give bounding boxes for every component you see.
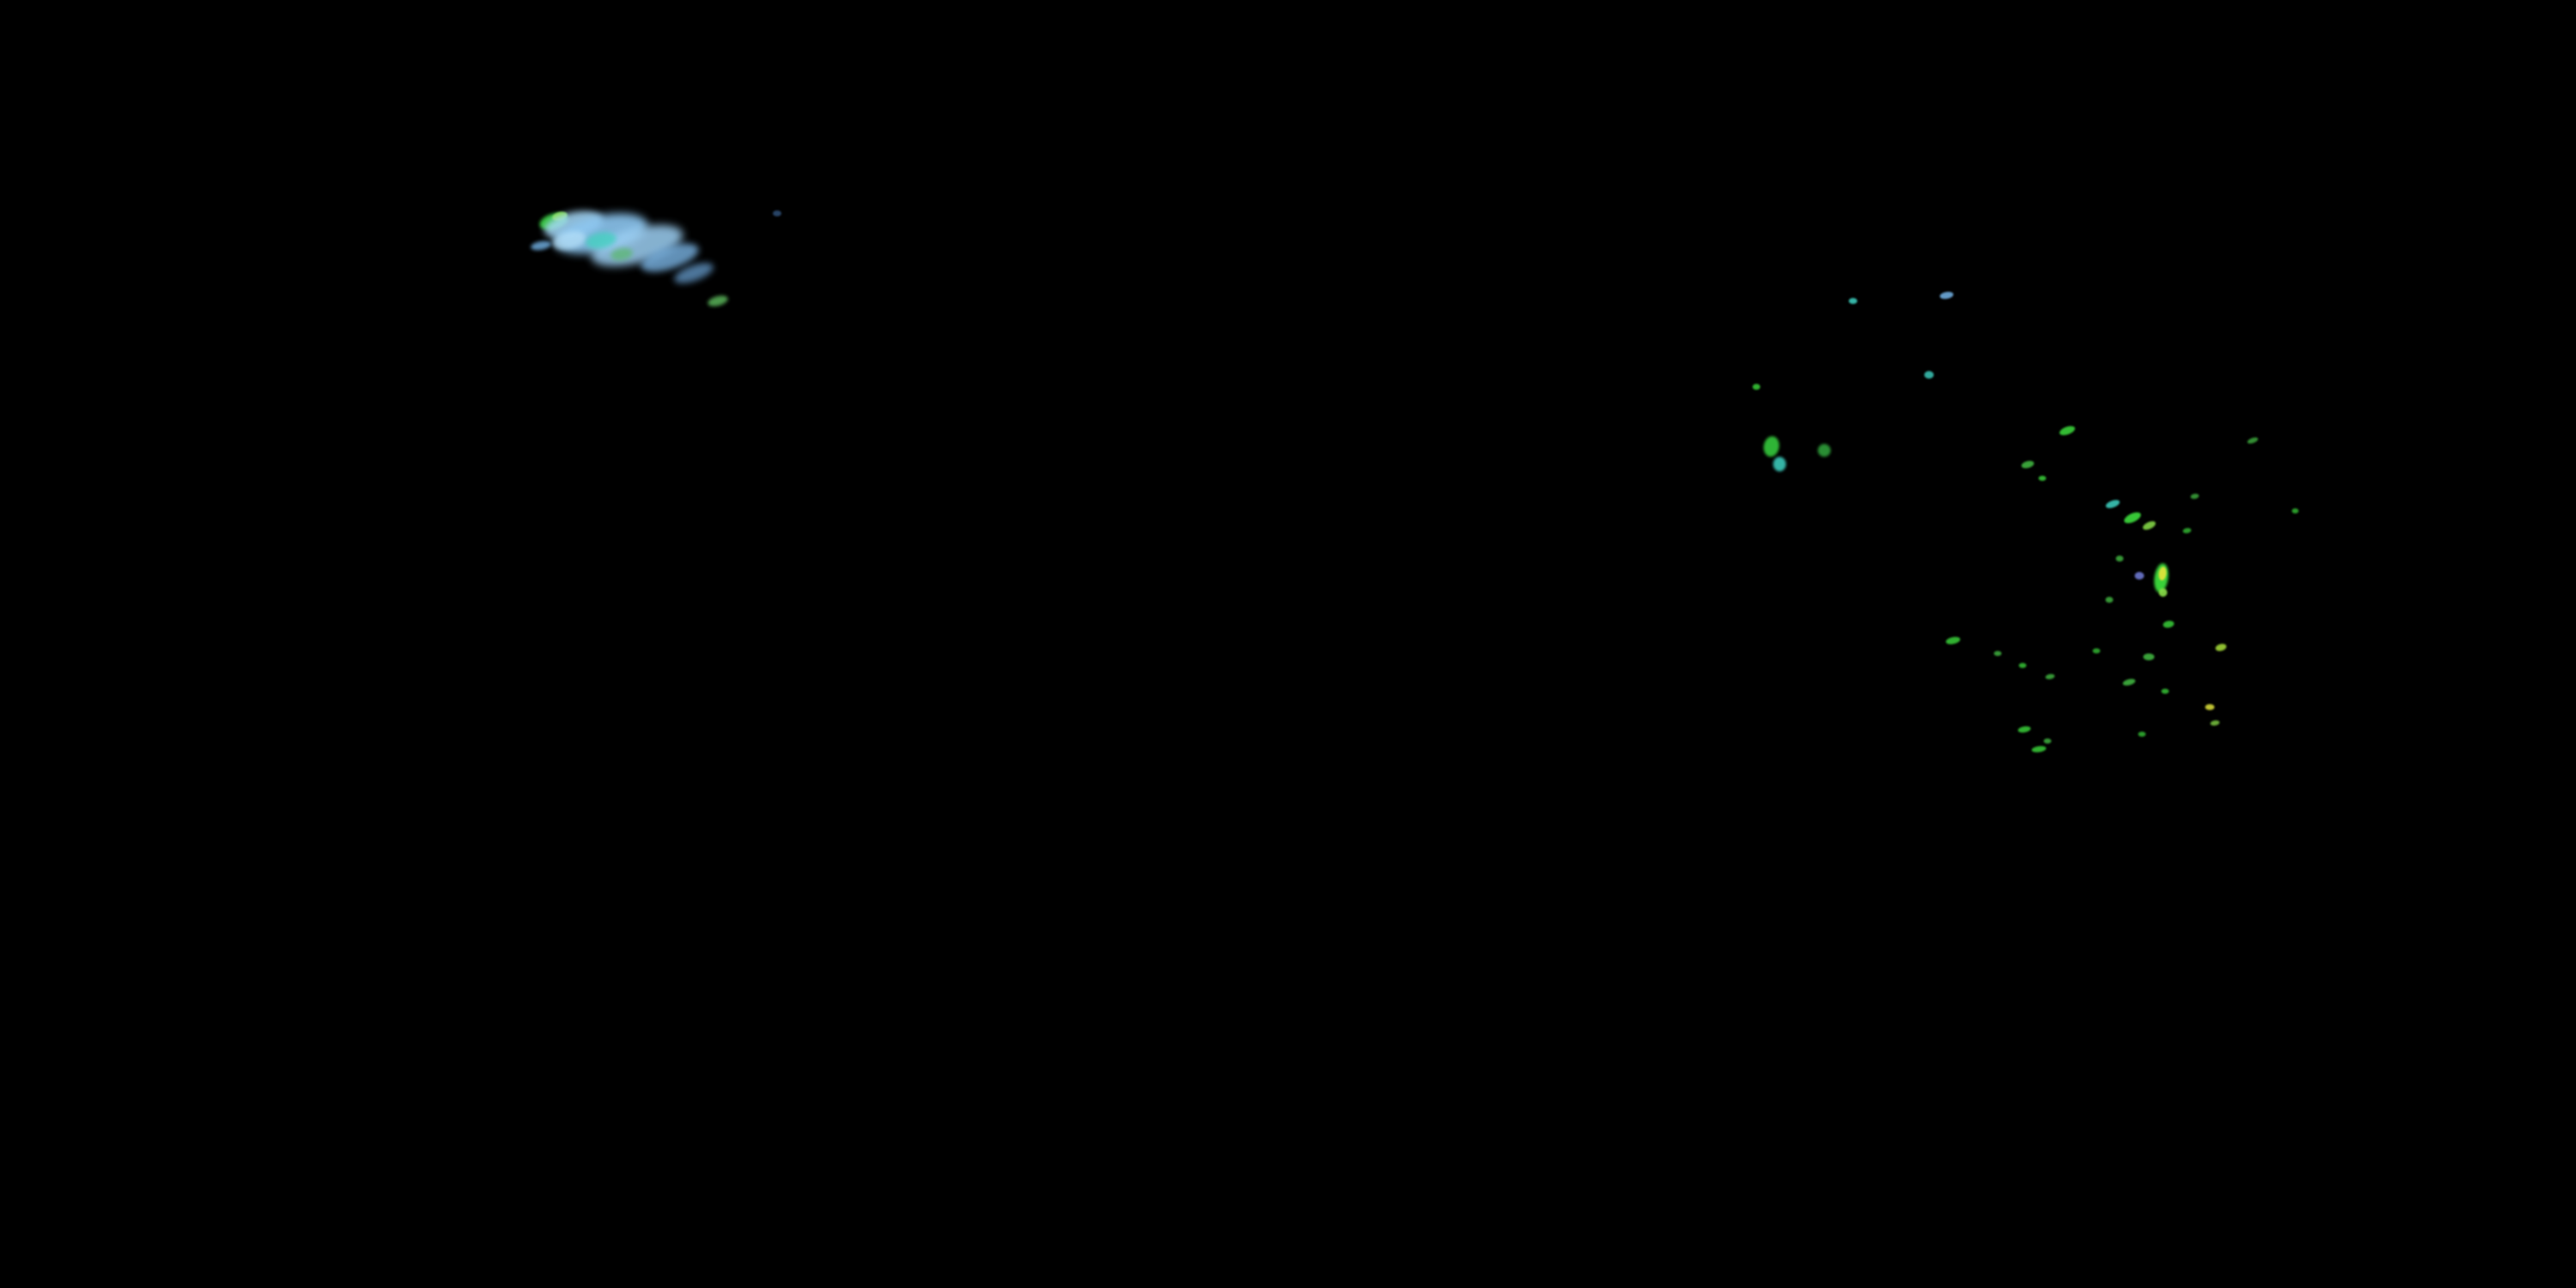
radar-echo <box>2137 732 2146 737</box>
radar-echo <box>2104 498 2121 510</box>
radar-echo <box>2020 459 2035 470</box>
radar-echo <box>706 293 730 308</box>
radar-echo <box>2161 619 2175 629</box>
radar-echo <box>1944 635 1961 646</box>
radar-echo <box>609 246 635 263</box>
radar-echo <box>2038 476 2046 481</box>
radar-echo <box>1923 370 1934 379</box>
radar-echo <box>2182 527 2192 534</box>
radar-echo <box>2115 555 2123 562</box>
radar-echo <box>2209 720 2220 726</box>
radar-echo <box>2292 508 2299 513</box>
radar-echo <box>2214 642 2227 653</box>
radar-echo <box>2043 738 2051 744</box>
radar-echo <box>551 210 568 223</box>
radar-echo <box>550 206 652 261</box>
radar-echo <box>2031 744 2046 753</box>
radar-echo <box>2152 562 2171 593</box>
radar-echo <box>584 230 618 251</box>
radar-echo <box>530 239 552 252</box>
radar-echo <box>2057 423 2076 437</box>
radar-echo <box>2017 725 2031 733</box>
radar-echo <box>2018 663 2026 668</box>
radar-echo <box>1762 434 1781 459</box>
radar-echo <box>2142 653 2154 660</box>
radar-echo <box>2134 571 2144 580</box>
radar-echo <box>1817 443 1831 457</box>
radar-echo <box>2105 596 2113 603</box>
radar-echo <box>2160 689 2169 694</box>
radar-echo <box>538 210 570 234</box>
radar-echo <box>2122 510 2142 526</box>
radar-echo <box>1993 651 2002 656</box>
radar-echo <box>550 228 588 252</box>
radar-echo <box>1939 290 1954 301</box>
radar-echo <box>2204 703 2215 710</box>
radar-echo <box>1849 297 1857 304</box>
radar-echo <box>2142 519 2157 532</box>
radar-echo <box>2159 588 2167 597</box>
radar-echo <box>2245 435 2259 446</box>
radar-echo <box>637 237 702 278</box>
radar-echo <box>1772 456 1786 471</box>
radar-echo <box>2157 566 2167 581</box>
radar-echo <box>586 216 688 275</box>
radar-echo <box>2044 673 2055 680</box>
radar-echo <box>1752 383 1760 390</box>
radar-echo <box>773 210 781 216</box>
radar-echo <box>2092 648 2100 653</box>
radar-echo <box>2190 493 2200 500</box>
radar-echo <box>671 258 716 288</box>
radar-echo <box>541 206 606 244</box>
radar-echo <box>2121 677 2136 687</box>
